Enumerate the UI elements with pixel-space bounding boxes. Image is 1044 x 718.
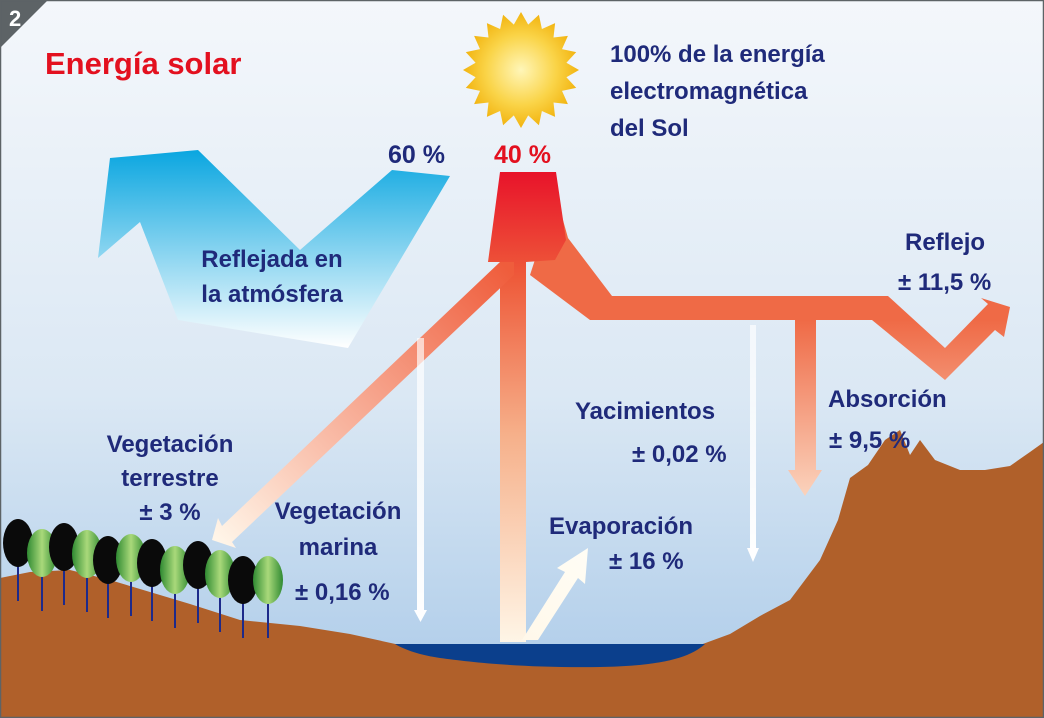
deposits-label: Yacimientos — [575, 398, 716, 425]
ground-terrain — [0, 430, 1044, 718]
tree-green — [205, 550, 235, 598]
marine-vegetation-value: ± 0,16 % — [295, 579, 390, 606]
marine-vegetation-line-2: marina — [298, 534, 378, 561]
deposits-value: ± 0,02 % — [632, 441, 727, 468]
badge-shape — [0, 0, 48, 48]
marine-vegetation-line-1: Vegetación — [274, 498, 402, 525]
reflection-label: Reflejo — [905, 229, 986, 256]
water-body — [395, 644, 705, 668]
absorption-arrow — [788, 318, 822, 496]
terrestrial-vegetation-arrow — [212, 262, 514, 548]
tree-green — [253, 556, 283, 604]
reflected-percent: 60 % — [388, 141, 445, 169]
tree-group — [3, 519, 283, 638]
sun-caption-line-2: electromagnética — [610, 78, 808, 105]
marine-vegetation-arrow — [414, 338, 427, 622]
sun-caption-line-3: del Sol — [610, 115, 689, 142]
sun-rays — [463, 12, 579, 128]
tree-dark — [137, 539, 167, 587]
incoming-energy-arrow — [488, 172, 566, 642]
sun-caption-line-1: 100% de la energía — [610, 41, 825, 68]
terrestrial-vegetation-value: ± 3 % — [139, 499, 201, 526]
tree-dark — [93, 536, 123, 584]
tree-dark — [49, 523, 79, 571]
sun-caption: 100% de la energía electromagnética del … — [610, 36, 825, 147]
marine-vegetation-label: Vegetación marina — [250, 494, 426, 566]
evaporation-value: ± 16 % — [609, 548, 684, 575]
reflected-atmosphere-arrow — [98, 150, 450, 348]
reflection-flow-arrow — [530, 195, 1010, 380]
terrestrial-vegetation-line-2: terrestre — [121, 465, 219, 492]
reflected-label-line-2: la atmósfera — [201, 281, 343, 308]
evaporation-label: Evaporación — [549, 513, 694, 540]
absorption-value: ± 9,5 % — [829, 427, 911, 454]
reflection-value: ± 11,5 % — [898, 269, 992, 296]
tree-dark — [228, 556, 258, 604]
tree-dark — [3, 519, 33, 567]
evaporation-arrow — [522, 548, 588, 640]
tree-green — [160, 546, 190, 594]
terrestrial-vegetation-line-1: Vegetación — [106, 431, 234, 458]
reflected-label: Reflejada en la atmósfera — [186, 242, 358, 312]
absorption-label: Absorción — [828, 386, 947, 413]
terrestrial-vegetation-label: Vegetación terrestre ± 3 % — [80, 428, 260, 530]
page-title: Energía solar — [45, 46, 242, 81]
sun-icon — [463, 12, 579, 128]
reflected-label-line-1: Reflejada en — [201, 246, 343, 273]
figure-number: 2 — [9, 6, 22, 31]
deposits-arrow — [747, 325, 759, 562]
entering-percent: 40 % — [494, 141, 551, 169]
